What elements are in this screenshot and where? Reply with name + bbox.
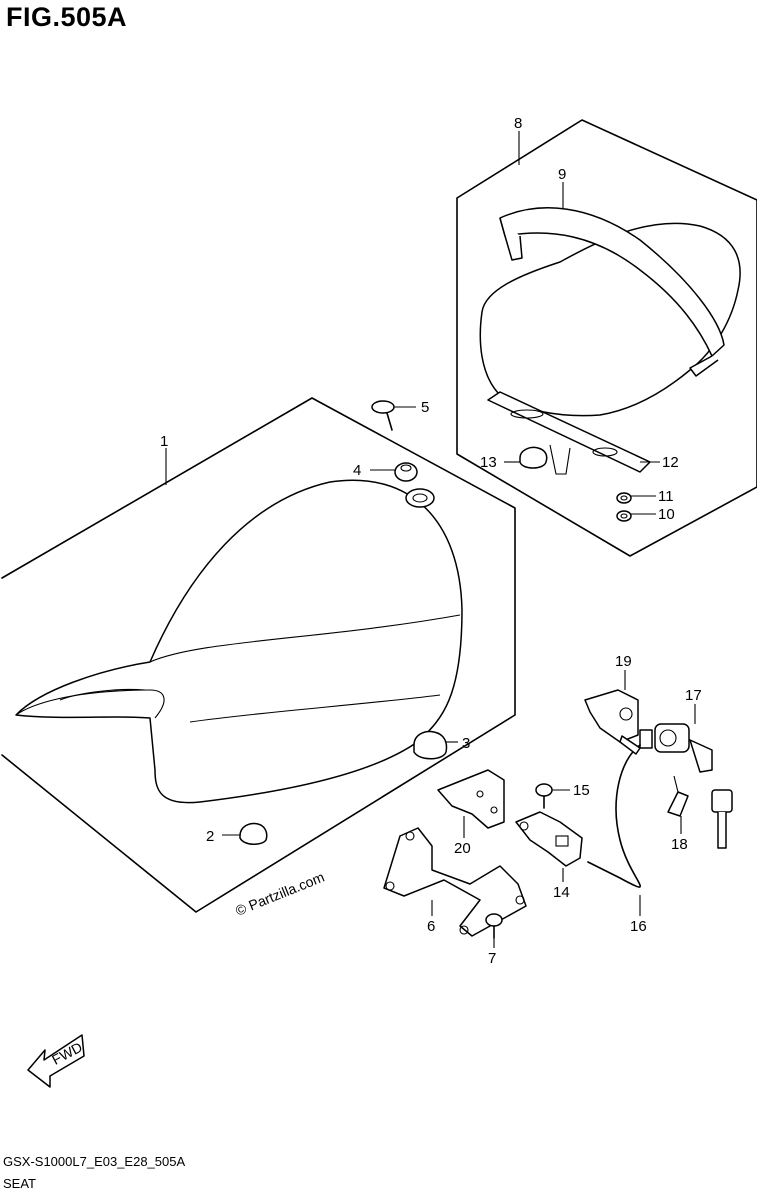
callout-18: 18 <box>671 836 688 853</box>
callout-4: 4 <box>353 462 361 479</box>
bolt-part-7[interactable] <box>485 913 503 939</box>
seat-lock-part-17[interactable] <box>639 723 733 849</box>
front-seat-part[interactable] <box>15 479 463 804</box>
callout-16: 16 <box>630 918 647 935</box>
washer-part-11[interactable] <box>616 492 632 504</box>
clip-part-18[interactable] <box>667 775 689 817</box>
cushion-part-2[interactable] <box>239 822 268 845</box>
callout-14: 14 <box>553 884 570 901</box>
screw-part-5[interactable] <box>371 400 395 431</box>
cushion-part-13[interactable] <box>519 446 548 469</box>
fwd-arrow-icon: FWD <box>27 1034 85 1088</box>
callout-6: 6 <box>427 918 435 935</box>
lock-bracket-part-19[interactable] <box>584 689 639 743</box>
leader-lines <box>165 131 696 948</box>
bracket-part-20[interactable] <box>437 769 505 829</box>
figure-title: FIG.505A <box>6 2 128 32</box>
figure-name: SEAT <box>3 1176 36 1191</box>
nut-part-10[interactable] <box>616 510 632 522</box>
callout-10: 10 <box>658 506 675 523</box>
grab-strap-part-9[interactable] <box>499 207 725 377</box>
screw-part-15[interactable] <box>535 783 553 809</box>
callout-labels: 1 2 3 4 5 6 7 8 9 10 11 12 13 14 15 16 1… <box>160 115 702 967</box>
callout-3: 3 <box>462 735 470 752</box>
callout-12: 12 <box>662 454 679 471</box>
callout-7: 7 <box>488 950 496 967</box>
seat-hook-ring <box>405 488 435 508</box>
callout-5: 5 <box>421 399 429 416</box>
callout-19: 19 <box>615 653 632 670</box>
callout-2: 2 <box>206 828 214 845</box>
cushion-part-3[interactable] <box>413 730 448 760</box>
watermark: © Partzilla.com <box>233 869 326 919</box>
callout-20: 20 <box>454 840 471 857</box>
cushion-part-4[interactable] <box>394 462 418 482</box>
figure-code: GSX-S1000L7_E03_E28_505A <box>3 1154 186 1169</box>
callout-8: 8 <box>514 115 522 132</box>
callout-11: 11 <box>658 488 674 505</box>
callout-13: 13 <box>480 454 497 471</box>
front-seat-group-outline <box>1 397 516 913</box>
hinge-bracket-part-6[interactable] <box>383 827 527 937</box>
callout-17: 17 <box>685 687 702 704</box>
cable-part-16[interactable] <box>587 735 641 888</box>
callout-9: 9 <box>558 166 566 183</box>
latch-part-14[interactable] <box>515 811 583 867</box>
callout-15: 15 <box>573 782 590 799</box>
callout-1: 1 <box>160 433 168 450</box>
rear-seat-group-outline <box>456 119 757 557</box>
